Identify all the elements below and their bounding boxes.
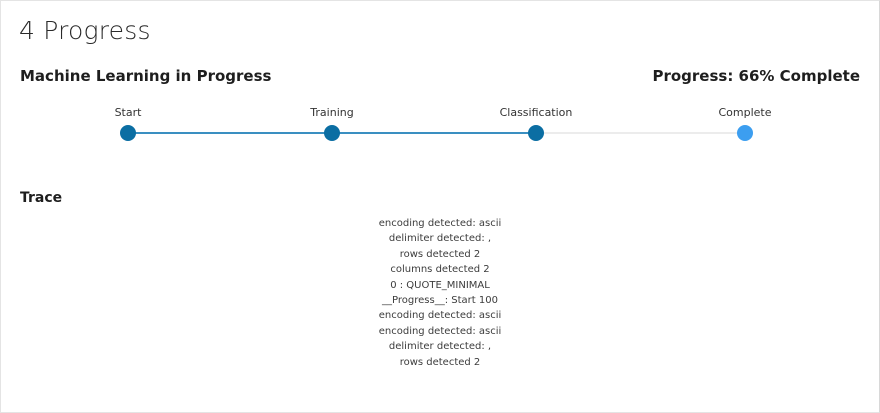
step-label: Training: [310, 106, 354, 119]
trace-line: __Progress__: Start 100: [382, 295, 498, 307]
step-marker: [120, 125, 136, 141]
trace-line: rows detected 2: [399, 248, 481, 260]
progress-stepper: Start Training Classification Complete: [0, 104, 880, 148]
trace-title: Trace: [20, 190, 63, 206]
progress-status-text: Progress: 66% Complete: [652, 67, 860, 85]
trace-line: rows detected 2: [399, 356, 481, 368]
trace-line: columns detected 2: [390, 264, 490, 276]
step-label: Start: [114, 106, 142, 119]
step-marker: [737, 125, 753, 141]
trace-line: encoding detected: ascii: [378, 310, 502, 322]
trace-line: encoding detected: ascii: [378, 325, 502, 337]
step-marker: [528, 125, 544, 141]
trace-line: delimiter detected: ,: [388, 341, 492, 353]
step-start: Start: [68, 104, 188, 141]
step-classification: Classification: [476, 104, 596, 141]
step-label: Complete: [718, 106, 772, 119]
trace-line: 0 : QUOTE_MINIMAL: [390, 279, 490, 291]
trace-line: delimiter detected: ,: [388, 233, 492, 245]
step-complete: Complete: [685, 104, 805, 141]
section-title: Machine Learning in Progress: [20, 67, 272, 85]
page-title: 4 Progress: [19, 16, 151, 45]
step-marker: [324, 125, 340, 141]
step-training: Training: [272, 104, 392, 141]
trace-log: encoding detected: ascii delimiter detec…: [240, 216, 640, 370]
progress-track: [128, 132, 745, 134]
step-label: Classification: [499, 106, 573, 119]
trace-line: encoding detected: ascii: [378, 218, 502, 229]
